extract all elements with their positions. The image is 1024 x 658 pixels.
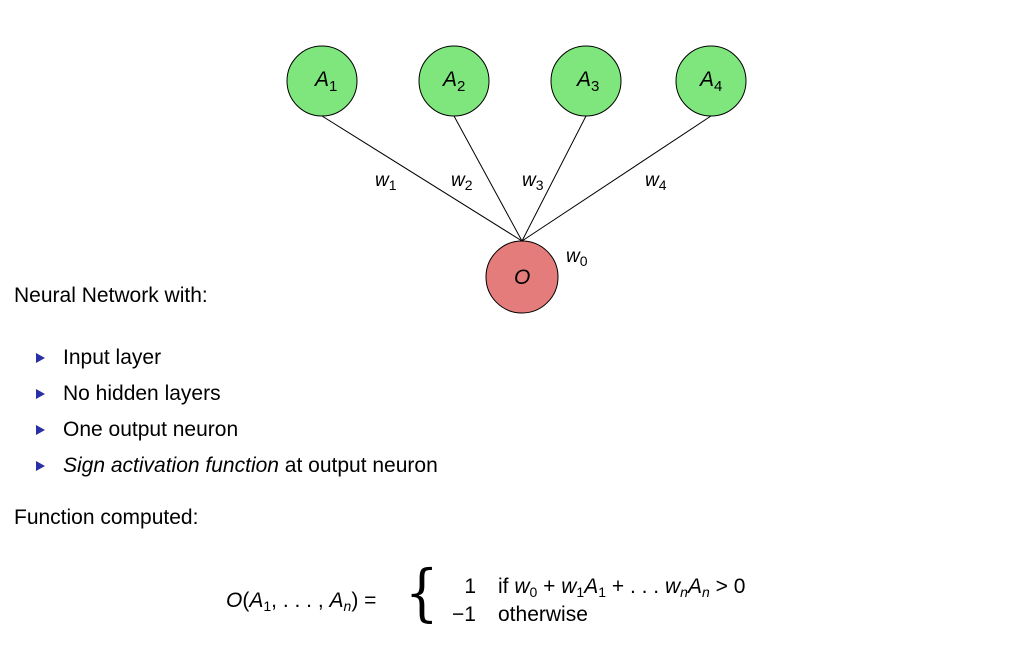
output-node-circle [485, 240, 559, 314]
edge-a2-output [453, 115, 523, 242]
input-node-a1-circle [286, 45, 358, 117]
input-node-a4-label: A4 [698, 68, 722, 95]
input-node-a2: A2 [418, 45, 490, 117]
bias-label-w0: w0 [566, 246, 588, 269]
case1-value: 1 [464, 575, 476, 598]
list-item-text: No hidden layers [63, 382, 221, 405]
feature-list: Input layer No hidden layers One output … [36, 340, 438, 484]
list-item-rest: at output neuron [278, 454, 438, 477]
neural-network-diagram: A1 A2 A3 A4 O w1 w2 w3 w4 w0 [286, 45, 747, 314]
list-item: No hidden layers [36, 376, 438, 412]
list-item-text: Input layer [63, 346, 162, 369]
input-node-a4-circle [675, 45, 747, 117]
list-item-text: One output neuron [63, 418, 239, 441]
list-item-text: Sign activation function at output neuro… [63, 453, 438, 479]
output-node: O [485, 240, 559, 314]
formula-lhs: O(A1, . . . , An) = [226, 589, 377, 614]
triangle-bullet-icon [36, 425, 45, 435]
input-node-a2-circle [418, 45, 490, 117]
weight-label-w1: w1 [375, 170, 397, 193]
output-node-label: O [514, 266, 530, 289]
case1-condition: if w0 + w1A1 + . . . wnAn > 0 [498, 575, 746, 600]
list-item: One output neuron [36, 412, 438, 448]
function-heading: Function computed: [14, 506, 199, 529]
connection-edges [321, 115, 712, 242]
input-node-a3: A3 [550, 45, 622, 117]
edge-a4-output [521, 115, 712, 242]
triangle-bullet-icon [36, 353, 45, 363]
triangle-bullet-icon [36, 461, 45, 471]
input-node-a1-label: A1 [313, 68, 337, 95]
input-node-a1: A1 [286, 45, 358, 117]
intro-heading: Neural Network with: [14, 284, 208, 307]
formula-brace: { [404, 556, 439, 629]
input-node-a3-circle [550, 45, 622, 117]
input-node-a2-label: A2 [441, 68, 465, 95]
input-node-a3-label: A3 [575, 68, 599, 95]
triangle-bullet-icon [36, 389, 45, 399]
case2-value: −1 [452, 603, 476, 626]
case2-condition: otherwise [498, 603, 588, 626]
weight-label-w3: w3 [522, 170, 544, 193]
edge-a1-output [321, 115, 523, 242]
input-node-a4: A4 [675, 45, 747, 117]
weight-label-w2: w2 [451, 170, 473, 193]
edge-a3-output [521, 115, 587, 242]
weight-label-w4: w4 [645, 170, 667, 193]
list-item-emphasis: Sign activation function [63, 454, 279, 477]
list-item: Input layer [36, 340, 438, 376]
list-item: Sign activation function at output neuro… [36, 448, 438, 484]
